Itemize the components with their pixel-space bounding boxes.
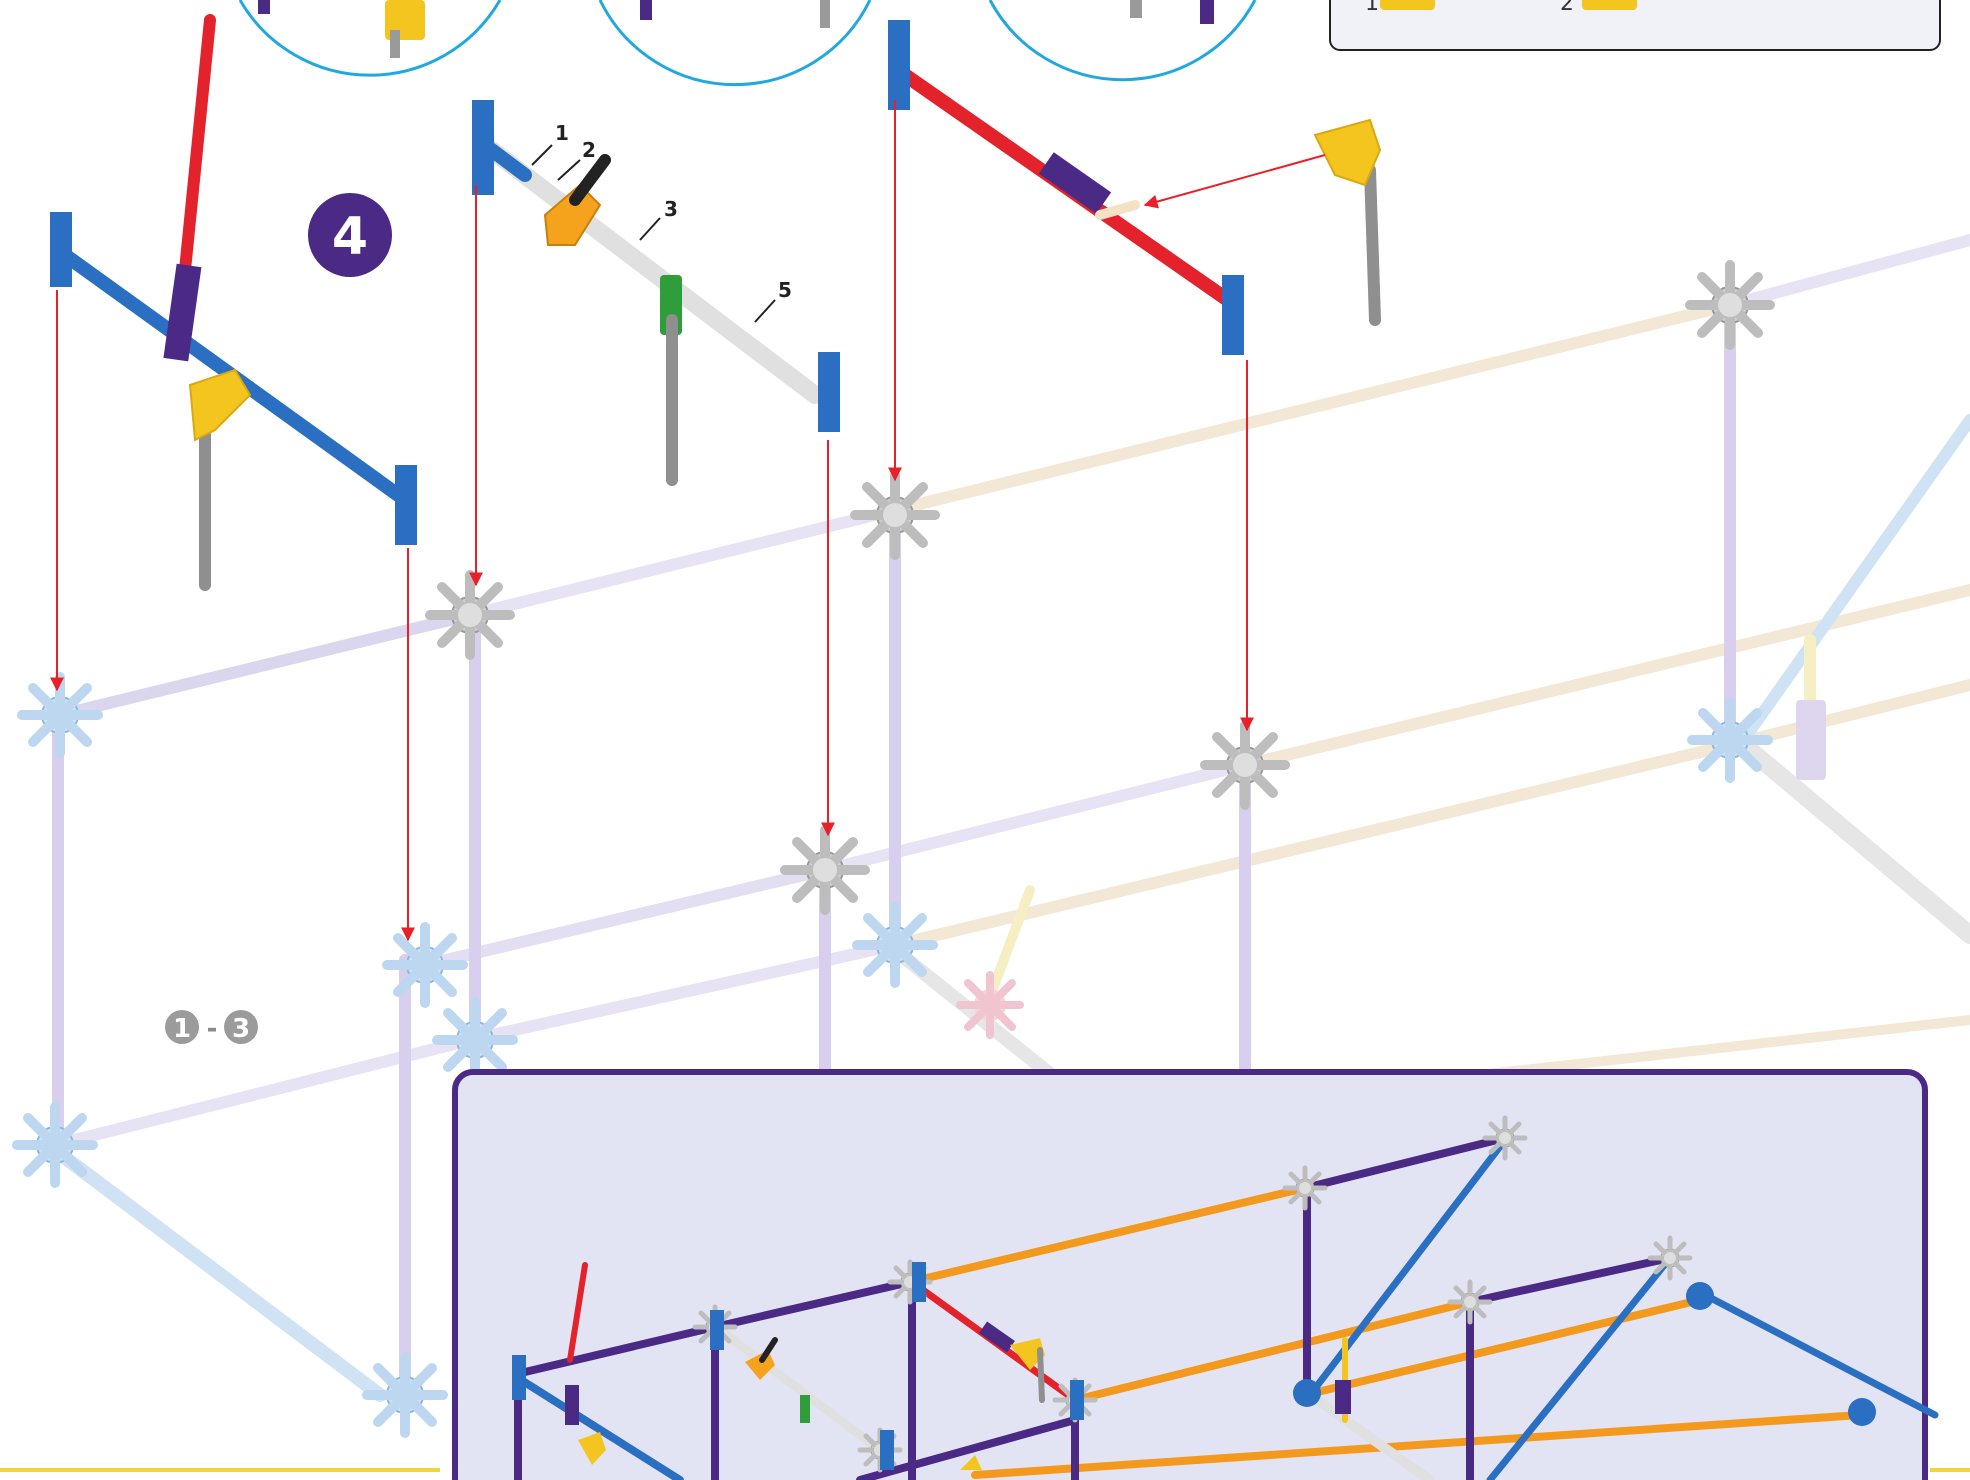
sub-step-end: 3 xyxy=(232,1014,250,1044)
sub-step-separator: - xyxy=(207,1014,218,1044)
sub-assembly-right xyxy=(888,20,1382,355)
sub-assembly-middle xyxy=(472,100,840,486)
parts-legend-box: 1 2 xyxy=(1329,0,1941,51)
main-frame xyxy=(48,234,1970,1402)
step-badge: 4 xyxy=(308,193,392,277)
frame-connectors xyxy=(17,265,1770,1433)
inset-connectors xyxy=(512,1118,1876,1470)
placement-arrows xyxy=(50,100,1326,942)
rod-label-5: 5 xyxy=(778,278,792,302)
legend-count-1: 1 xyxy=(1365,0,1379,16)
step-number: 4 xyxy=(332,207,368,267)
result-inset-panel xyxy=(452,1069,1939,1480)
rod-label-2: 2 xyxy=(582,138,596,162)
rod-label-1: 1 xyxy=(555,121,569,145)
rod-labels: 1 2 3 5 xyxy=(531,121,792,323)
yellow-connector-icon xyxy=(1582,0,1637,10)
legend-count-2: 2 xyxy=(1560,0,1574,16)
sub-step-start: 1 xyxy=(173,1014,191,1044)
sub-assembly-left xyxy=(50,14,417,591)
sub-step-range: 1 - 3 xyxy=(165,1010,258,1044)
rod-label-3: 3 xyxy=(664,197,678,221)
callout-circle-contents xyxy=(258,0,1214,58)
callout-circles xyxy=(238,0,1257,87)
yellow-connector-icon xyxy=(1380,0,1435,10)
